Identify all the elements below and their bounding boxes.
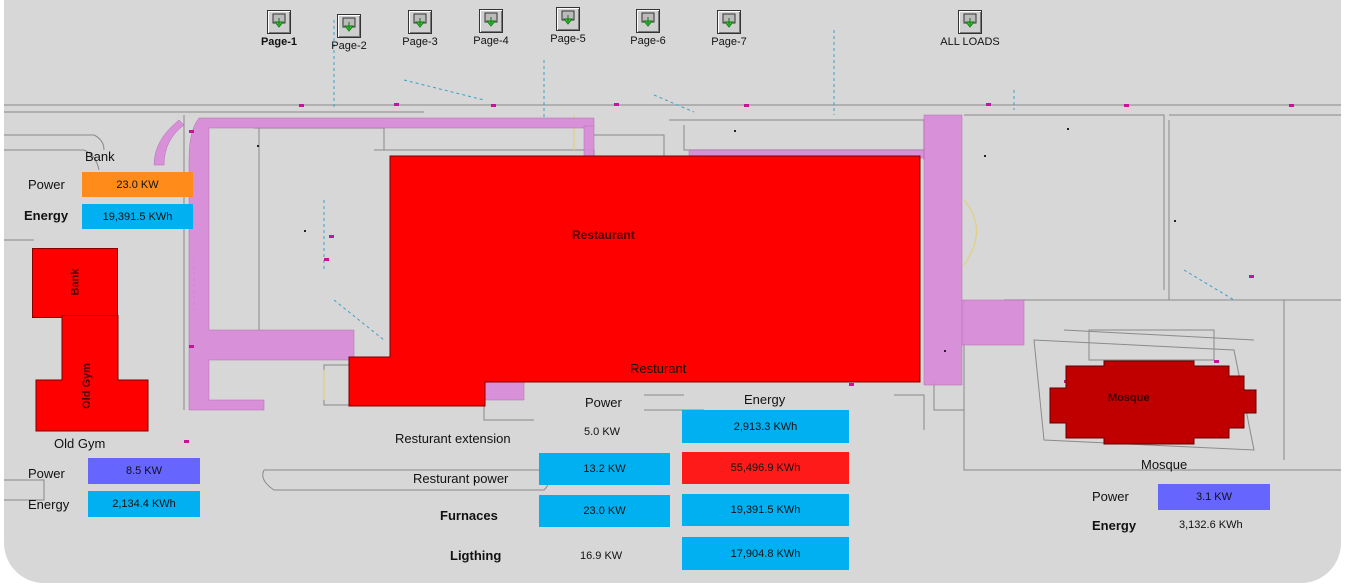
restaurant-row-name: Ligthing xyxy=(450,548,502,563)
restaurant-row-name: Furnaces xyxy=(440,508,498,523)
mosque-building-label: Mosque xyxy=(1108,392,1150,404)
mosque-energy-value: 3,132.6 KWh xyxy=(1179,519,1243,531)
restaurant-building[interactable] xyxy=(344,150,934,415)
nav-page-4[interactable]: Page-4 xyxy=(466,9,516,47)
bank-energy-label: Energy xyxy=(24,208,69,223)
mosque-energy-label: Energy xyxy=(1092,518,1137,533)
download-arrow-icon xyxy=(337,14,361,38)
download-arrow-icon xyxy=(636,9,660,33)
nav-page-5[interactable]: Page-5 xyxy=(543,7,593,45)
download-arrow-icon xyxy=(267,10,291,34)
restaurant-row-power: 13.2 KW xyxy=(539,453,670,485)
restaurant-row-energy: 17,904.8 KWh xyxy=(682,537,849,570)
restaurant-row-name: Resturant extension xyxy=(395,431,511,446)
download-arrow-icon xyxy=(556,7,580,31)
old-gym-building-label: Old Gym xyxy=(80,363,93,409)
restaurant-row-energy: 2,913.3 KWh xyxy=(682,410,849,443)
bank-power-label: Power xyxy=(28,177,65,192)
nav-all-loads[interactable]: ALL LOADS xyxy=(930,10,1010,48)
site-plan-canvas: Restaurant Bank Old Gym Mosque Page-1 Pa… xyxy=(4,0,1341,583)
nav-page-1-label: Page-1 xyxy=(260,36,298,48)
old-gym-energy-value: 2,134.4 KWh xyxy=(88,491,200,517)
old-gym-building[interactable] xyxy=(34,315,154,435)
restaurant-row-energy: 19,391.5 KWh xyxy=(682,494,849,526)
bank-energy-value: 19,391.5 KWh xyxy=(82,204,193,229)
old-gym-power-value: 8.5 KW xyxy=(88,458,200,484)
restaurant-title: Resturant xyxy=(630,361,687,376)
nav-page-2-label: Page-2 xyxy=(331,40,367,52)
old-gym-energy-label: Energy xyxy=(28,497,70,512)
mosque-building[interactable] xyxy=(1044,358,1264,448)
mosque-power-label: Power xyxy=(1092,489,1129,504)
old-gym-title: Old Gym xyxy=(54,436,106,451)
restaurant-row-power: 23.0 KW xyxy=(539,495,670,527)
nav-page-7[interactable]: Page-7 xyxy=(704,10,754,48)
restaurant-row-energy: 55,496.9 KWh xyxy=(682,452,849,484)
restaurant-building-label: Restaurant xyxy=(572,228,635,242)
restaurant-energy-header: Energy xyxy=(744,392,786,407)
mosque-title: Mosque xyxy=(1141,457,1188,472)
nav-page-6-label: Page-6 xyxy=(630,35,666,47)
download-arrow-icon xyxy=(958,10,982,34)
nav-page-1[interactable]: Page-1 xyxy=(254,10,304,48)
restaurant-row-power: 5.0 KW xyxy=(584,426,621,438)
site-plan-drawing xyxy=(4,20,1341,501)
nav-page-3-label: Page-3 xyxy=(402,36,438,48)
mosque-power-value: 3.1 KW xyxy=(1158,484,1270,510)
nav-page-3[interactable]: Page-3 xyxy=(395,10,445,48)
download-arrow-icon xyxy=(408,10,432,34)
old-gym-power-label: Power xyxy=(28,466,65,481)
restaurant-power-header: Power xyxy=(585,395,622,410)
restaurant-row-name: Resturant power xyxy=(413,471,509,486)
nav-page-6[interactable]: Page-6 xyxy=(623,9,673,47)
bank-building-label: Bank xyxy=(69,268,82,296)
restaurant-row-power: 16.9 KW xyxy=(580,550,623,562)
bank-building[interactable] xyxy=(32,248,118,318)
bank-title: Bank xyxy=(85,149,115,164)
download-arrow-icon xyxy=(479,9,503,33)
nav-page-7-label: Page-7 xyxy=(711,36,747,48)
nav-page-4-label: Page-4 xyxy=(473,35,509,47)
bank-power-value: 23.0 KW xyxy=(82,172,193,197)
nav-all-loads-label: ALL LOADS xyxy=(940,36,1000,48)
nav-page-2[interactable]: Page-2 xyxy=(324,14,374,52)
nav-page-5-label: Page-5 xyxy=(550,33,586,45)
download-arrow-icon xyxy=(717,10,741,34)
